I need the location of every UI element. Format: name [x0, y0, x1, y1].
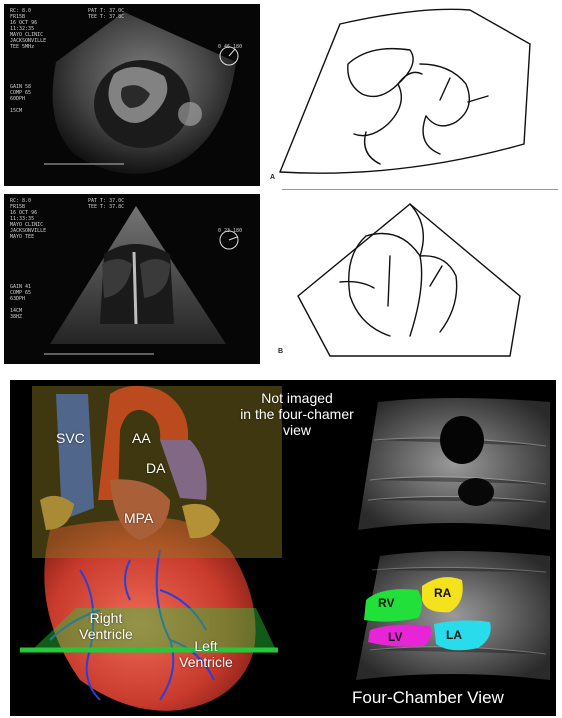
label-mpa: MPA [124, 510, 153, 526]
label-svc: SVC [56, 430, 85, 446]
caption-four-chamber-view: Four-Chamber View [352, 690, 504, 706]
label-da: DA [146, 460, 165, 476]
chamber-la: LA [446, 628, 462, 642]
chamber-ra: RA [434, 586, 451, 600]
schematic-drawing-b [270, 196, 560, 364]
panel-letter-a: A [270, 174, 275, 181]
echo-b-angle: 0 23 180 [218, 228, 242, 234]
chamber-lv: LV [388, 630, 402, 644]
chamber-rv: RV [378, 596, 394, 610]
echo-a-angle: 0 46 180 [218, 44, 242, 50]
panel-letter-b: B [278, 348, 283, 355]
panel-divider [282, 189, 558, 190]
schematic-drawing-a [270, 4, 560, 184]
label-aa: AA [132, 430, 151, 446]
